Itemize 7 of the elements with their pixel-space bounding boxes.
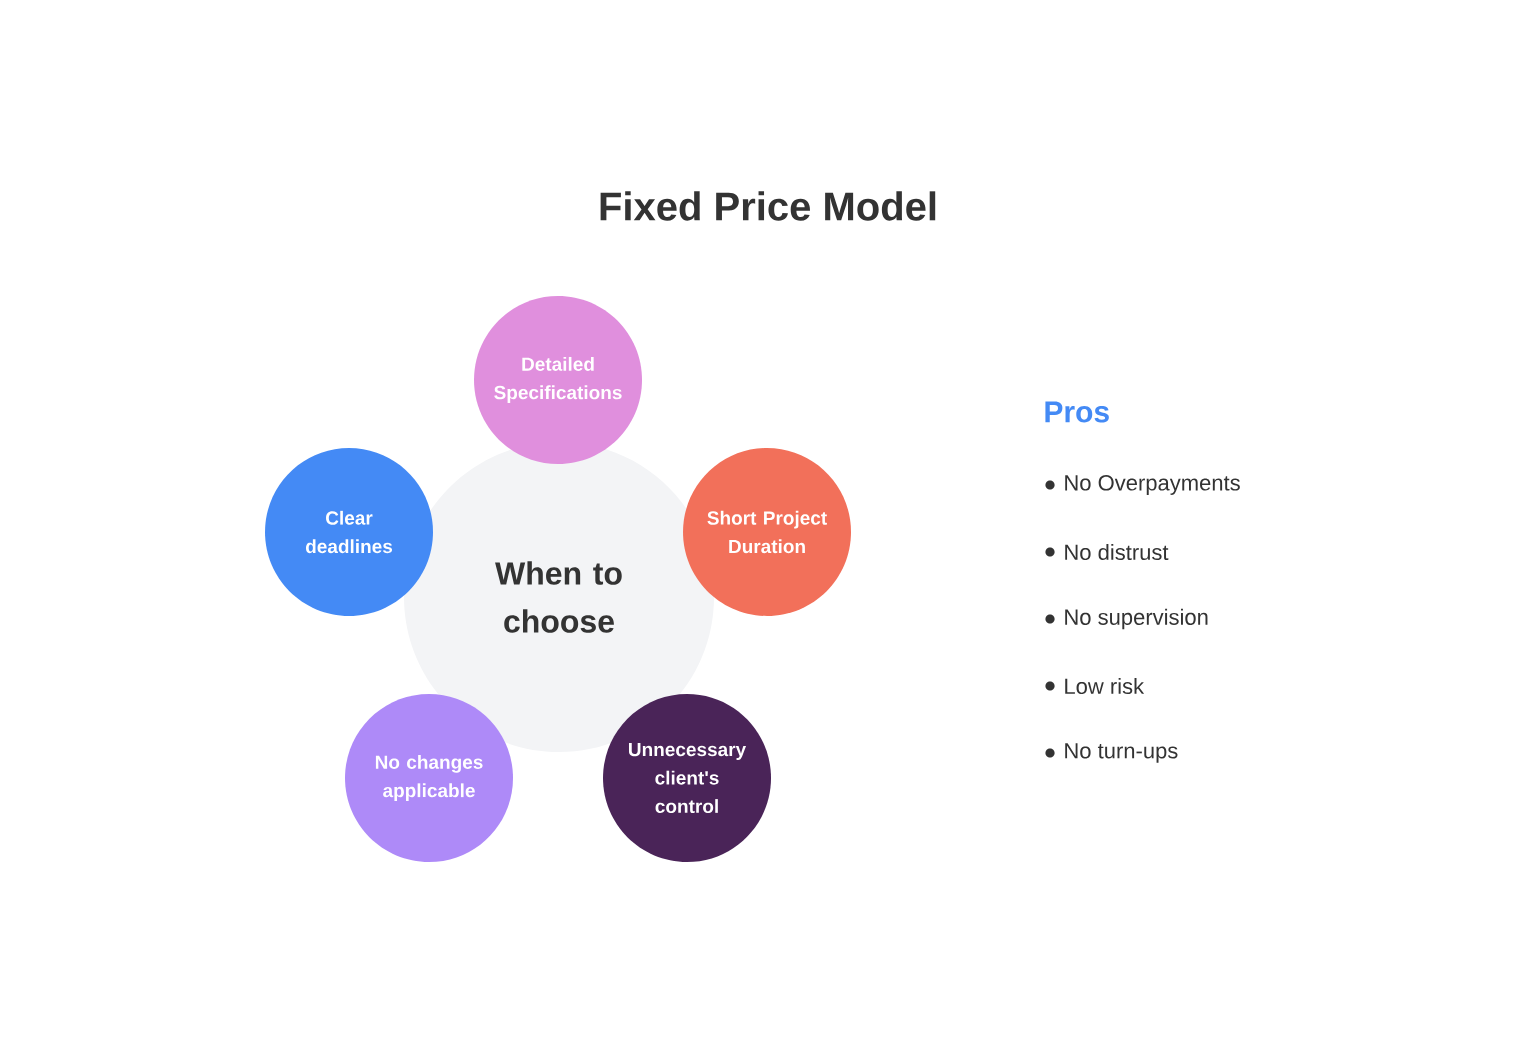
list-item: No distrust: [1065, 543, 1169, 561]
heading: Pros: [1045, 401, 1109, 423]
list-item: Low risk: [1065, 677, 1145, 695]
list-item: No turn-ups: [1065, 743, 1178, 763]
list-item: No Overpayments: [1065, 475, 1240, 495]
title: Fixed Price Model: [600, 191, 936, 221]
list-item: No supervision: [1065, 608, 1208, 630]
